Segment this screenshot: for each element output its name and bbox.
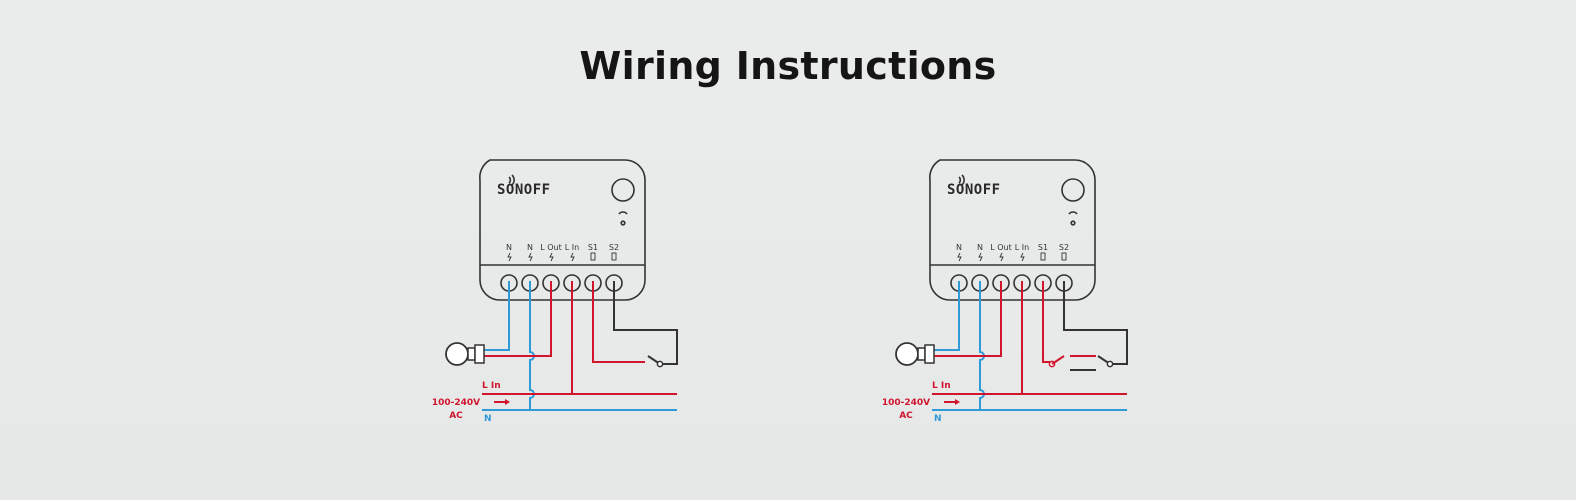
terminal-label-n2: N xyxy=(527,243,533,252)
label-voltage: 100-240V xyxy=(882,398,930,408)
terminal-label-lout: L Out xyxy=(990,243,1012,252)
device-outline xyxy=(479,159,646,301)
label-l-in: L In xyxy=(482,381,501,391)
live-wires xyxy=(482,281,677,395)
wifi-icon xyxy=(958,174,965,186)
terminal-label-s2: S2 xyxy=(1059,243,1069,252)
terminal-label-n2: N xyxy=(977,243,983,252)
neutral-wires xyxy=(482,281,677,411)
switch-input-icons xyxy=(590,252,617,261)
label-n: N xyxy=(934,414,942,424)
terminal-label-n1: N xyxy=(956,243,962,252)
device-outline xyxy=(929,159,1096,301)
neutral-wires xyxy=(932,281,1127,411)
bolt-icons xyxy=(957,252,1025,262)
live-wires xyxy=(932,281,1127,395)
switch-s2-wire xyxy=(613,281,678,365)
label-voltage: 100-240V xyxy=(432,398,480,408)
terminal-label-lin: L In xyxy=(1015,243,1029,252)
bolt-icons xyxy=(507,252,575,262)
light-bulb-icon xyxy=(445,342,485,366)
sonoff-device: SONOFF N N L Out L In S1 S2 xyxy=(479,159,646,301)
wiring-diagram-single-switch: SONOFF N N L Out L In S1 S2 xyxy=(432,159,678,424)
terminal-label-s1: S1 xyxy=(588,243,598,252)
terminal-screws xyxy=(500,274,623,292)
page-title: Wiring Instructions xyxy=(579,44,997,88)
two-way-switch xyxy=(1048,355,1114,371)
brand-logo: SONOFF xyxy=(497,182,551,198)
pairing-button xyxy=(611,178,635,202)
label-n: N xyxy=(484,414,492,424)
terminal-label-n1: N xyxy=(506,243,512,252)
wiring-diagram-two-way-switch: SONOFF N N L Out L In S1 S2 xyxy=(882,159,1128,424)
terminal-label-s1: S1 xyxy=(1038,243,1048,252)
terminal-label-s2: S2 xyxy=(609,243,619,252)
current-arrow-icon xyxy=(944,399,960,405)
sonoff-device: SONOFF N N L Out L In S1 S2 xyxy=(929,159,1096,301)
brand-logo: SONOFF xyxy=(947,182,1001,198)
terminal-screws xyxy=(950,274,1073,292)
label-l-in: L In xyxy=(932,381,951,391)
terminal-label-lout: L Out xyxy=(540,243,562,252)
pairing-button xyxy=(1061,178,1085,202)
label-ac: AC xyxy=(899,411,913,421)
led-indicator xyxy=(618,211,628,226)
light-bulb-icon xyxy=(895,342,935,366)
terminal-label-lin: L In xyxy=(565,243,579,252)
label-ac: AC xyxy=(449,411,463,421)
current-arrow-icon xyxy=(494,399,510,405)
switch-s2-wire xyxy=(1063,281,1128,365)
led-indicator xyxy=(1068,211,1078,226)
wifi-icon xyxy=(508,174,515,186)
switch-input-icons xyxy=(1040,252,1067,261)
wall-switch xyxy=(647,355,664,368)
